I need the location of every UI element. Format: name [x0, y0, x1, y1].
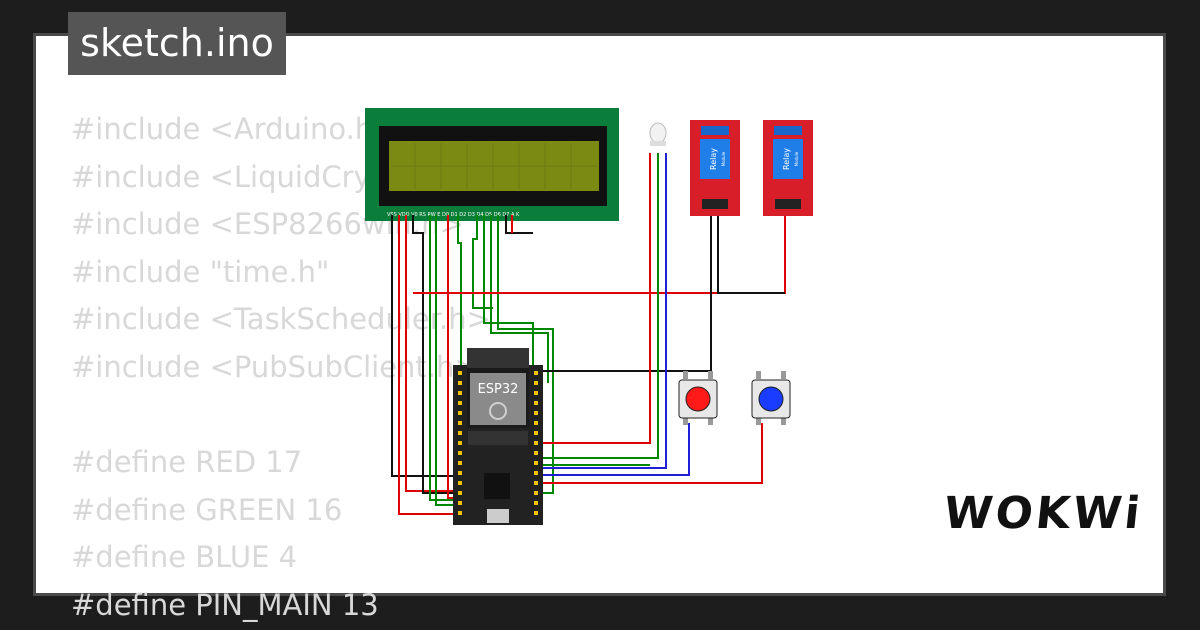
- project-preview-card: #include <Arduino.h> #include <LiquidCry…: [33, 33, 1166, 622]
- button-cap[interactable]: [685, 386, 711, 412]
- push-button-blue[interactable]: [751, 371, 791, 425]
- file-name-tab: sketch.ino: [68, 12, 286, 75]
- relay-label: Relay: [709, 148, 718, 170]
- esp32-label: ESP32: [478, 382, 519, 397]
- code-line: #define BLUE 4: [71, 540, 298, 575]
- button-cap[interactable]: [758, 386, 784, 412]
- relay-label: Relay: [782, 148, 791, 170]
- relay-sub-label: Module: [794, 151, 799, 166]
- relay-sub-label: Module: [721, 151, 726, 166]
- code-line: #define PIN_MAIN 13: [71, 587, 379, 622]
- wokwi-logo: WOKWi: [941, 488, 1146, 539]
- rgb-led[interactable]: [649, 122, 667, 146]
- circuit-diagram: VSS VDD V0 RS RW E D0 D1 D2 D3 D4 D5 D6 …: [365, 108, 813, 525]
- push-button-red[interactable]: [678, 371, 718, 425]
- code-line: #define GREEN 16: [71, 492, 343, 527]
- esp32-board[interactable]: ESP32: [453, 348, 543, 525]
- relay-module-2[interactable]: Relay Module: [763, 120, 813, 216]
- code-line: #include <PubSubClient.h>: [71, 349, 479, 384]
- code-line: #define RED 17: [71, 445, 303, 480]
- code-preview: #include <Arduino.h> #include <LiquidCry…: [71, 106, 491, 630]
- code-line: #include "time.h": [71, 254, 330, 289]
- lcd-pin-labels: VSS VDD V0 RS RW E D0 D1 D2 D3 D4 D5 D6 …: [387, 212, 520, 218]
- lcd-display[interactable]: VSS VDD V0 RS RW E D0 D1 D2 D3 D4 D5 D6 …: [365, 108, 619, 221]
- relay-module-1[interactable]: Relay Module: [690, 120, 740, 216]
- code-line: #include <TaskScheduler.h>: [71, 302, 491, 337]
